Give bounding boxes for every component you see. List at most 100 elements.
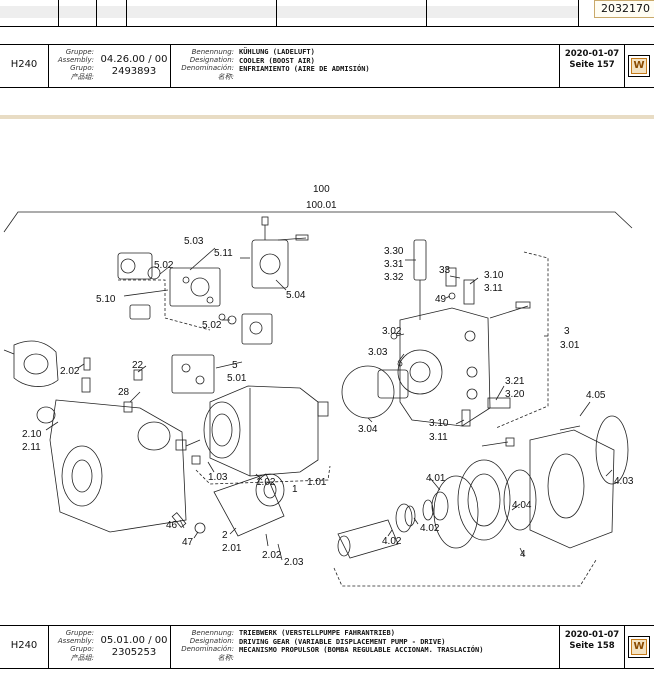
label-3-30: 3.30 bbox=[384, 246, 404, 257]
footer-title-block: H240 Gruppe: Assembly: Grupo: 产品组: 05.01… bbox=[0, 625, 654, 669]
block-divider bbox=[170, 45, 171, 87]
label-3-21: 3.21 bbox=[505, 376, 525, 387]
label-3: 3 bbox=[564, 326, 570, 337]
assembly-number: 04.26.00 / 00 bbox=[100, 54, 168, 65]
table-column-line bbox=[58, 0, 59, 26]
label-gruppe: Gruppe: bbox=[65, 629, 94, 637]
label-4-01: 4.01 bbox=[426, 473, 446, 484]
label-4-05: 4.05 bbox=[586, 390, 606, 401]
section-separator bbox=[0, 115, 654, 119]
manufacturer-logo: W bbox=[628, 636, 650, 658]
table-column-line bbox=[426, 0, 427, 26]
label-2-11: 2.11 bbox=[22, 442, 41, 453]
label-3-01: 3.01 bbox=[560, 340, 580, 351]
name-spanish: ENFRIAMIENTO (AIRE DE ADMISIÓN) bbox=[239, 65, 370, 73]
top-table-row bbox=[0, 0, 654, 27]
assembly-names: TRIEBWERK (VERSTELLPUMPE FAHRANTRIEB) DR… bbox=[239, 629, 559, 655]
label-3-03: 3.03 bbox=[368, 347, 388, 358]
label-grupo: Grupo: bbox=[70, 64, 94, 73]
label-3-10b: 3.10 bbox=[429, 418, 449, 429]
label-4-03: 4.03 bbox=[614, 476, 634, 487]
page-text: Seite 158 bbox=[569, 641, 615, 651]
name-english: COOLER (BOOST AIR) bbox=[239, 56, 315, 65]
group-labels: Gruppe: Assembly: Grupo: 产品组: bbox=[50, 48, 94, 81]
table-column-line bbox=[578, 0, 579, 26]
part-labels: 100 100.01 5.03 5.02 5.11 5.10 5.04 5.02… bbox=[22, 184, 634, 568]
logo-w-icon: W bbox=[631, 639, 647, 655]
block-divider bbox=[559, 626, 560, 668]
label-3-10: 3.10 bbox=[484, 270, 504, 281]
name-spanish: MECANISMO PROPULSOR (BOMBA REGULABLE ACC… bbox=[239, 646, 484, 654]
assembly-number: 05.01.00 / 00 bbox=[100, 635, 168, 646]
label-assembly: Assembly: bbox=[57, 637, 94, 646]
label-5-11: 5.11 bbox=[214, 248, 233, 259]
block-divider bbox=[48, 45, 49, 87]
date-text: 2020-01-07 bbox=[564, 630, 620, 640]
label-4-02b: 4.02 bbox=[420, 523, 440, 534]
label-chinese-group: 产品组: bbox=[70, 653, 94, 662]
document-number: 2032170 bbox=[594, 0, 654, 18]
block-divider bbox=[559, 45, 560, 87]
label-5: 5 bbox=[232, 360, 238, 371]
label-100-01: 100.01 bbox=[306, 200, 337, 211]
label-benennung: Benennung: bbox=[191, 48, 234, 56]
label-22: 22 bbox=[132, 360, 144, 371]
label-3-04: 3.04 bbox=[358, 424, 378, 435]
label-denominacion: Denominación: bbox=[181, 645, 234, 654]
label-46: 46 bbox=[166, 520, 178, 531]
label-2: 2 bbox=[222, 530, 228, 541]
label-2-10: 2.10 bbox=[22, 429, 42, 440]
label-33: 33 bbox=[439, 265, 451, 276]
label-3-20: 3.20 bbox=[505, 389, 525, 400]
label-chinese-name: 名称: bbox=[217, 72, 234, 81]
header-title-block: H240 Gruppe: Assembly: Grupo: 产品组: 04.26… bbox=[0, 44, 654, 88]
assembly-names: KÜHLUNG (LADELUFT) COOLER (BOOST AIR) EN… bbox=[239, 48, 559, 74]
label-3-32: 3.32 bbox=[384, 272, 404, 283]
label-3-31: 3.31 bbox=[384, 259, 404, 270]
label-grupo: Grupo: bbox=[70, 645, 94, 654]
label-49: 49 bbox=[435, 294, 447, 305]
label-1: 1 bbox=[292, 484, 298, 495]
label-47: 47 bbox=[182, 537, 194, 548]
block-divider bbox=[170, 626, 171, 668]
label-3-02: 3.02 bbox=[382, 326, 402, 337]
name-german: KÜHLUNG (LADELUFT) bbox=[239, 48, 315, 56]
page-text: Seite 157 bbox=[569, 60, 615, 70]
manufacturer-logo: W bbox=[628, 55, 650, 77]
label-4-04: 4.04 bbox=[512, 500, 532, 511]
label-designation: Designation: bbox=[189, 56, 234, 65]
logo-w-icon: W bbox=[631, 58, 647, 74]
label-2-02: 2.02 bbox=[60, 366, 80, 377]
brace-line bbox=[3, 211, 633, 233]
label-2-02b: 2.02 bbox=[262, 550, 282, 561]
group-labels: Gruppe: Assembly: Grupo: 产品组: bbox=[50, 629, 94, 662]
block-divider bbox=[624, 626, 625, 668]
name-labels: Benennung: Designation: Denominación: 名称… bbox=[172, 48, 234, 81]
assembly-info: 05.01.00 / 00 2305253 bbox=[98, 635, 170, 659]
group-number: 2493893 bbox=[111, 66, 157, 77]
machine-code: H240 bbox=[10, 59, 38, 70]
table-column-line bbox=[126, 0, 127, 26]
label-5-01: 5.01 bbox=[227, 373, 247, 384]
date-page: 2020-01-07 Seite 158 bbox=[561, 630, 623, 652]
label-benennung: Benennung: bbox=[191, 629, 234, 637]
group-number: 2305253 bbox=[111, 647, 157, 658]
label-designation: Designation: bbox=[189, 637, 234, 646]
table-column-line bbox=[276, 0, 277, 26]
table-row-shade bbox=[0, 6, 578, 18]
label-4-02: 4.02 bbox=[382, 536, 402, 547]
date-text: 2020-01-07 bbox=[564, 49, 620, 59]
label-28: 28 bbox=[118, 387, 130, 398]
label-chinese-group: 产品组: bbox=[70, 72, 94, 81]
date-page: 2020-01-07 Seite 157 bbox=[561, 49, 623, 71]
label-gruppe: Gruppe: bbox=[65, 48, 94, 56]
name-labels: Benennung: Designation: Denominación: 名称… bbox=[172, 629, 234, 662]
label-3-11b: 3.11 bbox=[429, 432, 448, 443]
part-outline bbox=[117, 252, 153, 280]
name-english: DRIVING GEAR (VARIABLE DISPLACEMENT PUMP… bbox=[239, 637, 446, 646]
label-1-01: 1.01 bbox=[307, 477, 327, 488]
label-denominacion: Denominación: bbox=[181, 64, 234, 73]
label-5-04: 5.04 bbox=[286, 290, 306, 301]
label-3-11: 3.11 bbox=[484, 283, 503, 294]
block-divider bbox=[48, 626, 49, 668]
